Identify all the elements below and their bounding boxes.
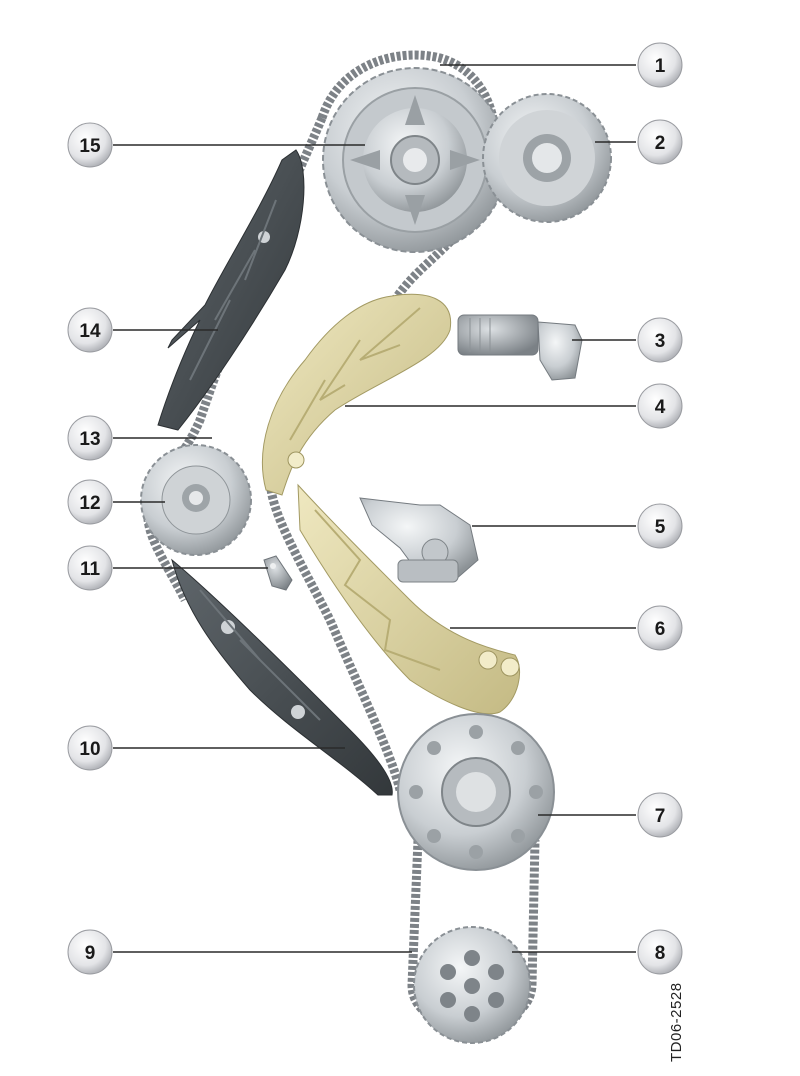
callout-label-14: 14 [79, 321, 101, 342]
callout-label-10: 10 [79, 739, 100, 760]
callout-14: 14 [67, 307, 113, 353]
callout-12: 12 [67, 479, 113, 525]
callout-15: 15 [67, 122, 113, 168]
callout-11: 11 [67, 545, 113, 591]
callout-10: 10 [67, 725, 113, 771]
callout-13: 13 [67, 415, 113, 461]
callout-label-4: 4 [655, 397, 666, 418]
intermediate-gear [482, 93, 612, 223]
callout-8: 8 [637, 929, 683, 975]
callout-6: 6 [637, 605, 683, 651]
callout-label-12: 12 [79, 493, 100, 514]
callout-9: 9 [67, 929, 113, 975]
crankshaft-drive-sprocket [397, 713, 555, 871]
callout-1: 1 [637, 42, 683, 88]
callout-3: 3 [637, 317, 683, 363]
guide-rail-beige-upper [261, 293, 452, 496]
oil-pump-sprocket [413, 926, 531, 1044]
guide-rail-upper [157, 149, 305, 431]
callout-5: 5 [637, 503, 683, 549]
callout-label-11: 11 [80, 559, 101, 580]
callout-label-7: 7 [655, 806, 666, 827]
callout-label-2: 2 [655, 133, 666, 154]
crankshaft-sprocket [140, 444, 252, 556]
callout-label-6: 6 [655, 619, 666, 640]
callout-label-3: 3 [655, 331, 666, 352]
reference-code: TD06-2528 [668, 982, 685, 1062]
tensioner-rail-beige [297, 483, 521, 715]
leader-lines [113, 64, 636, 953]
callouts: 1 2 3 4 5 6 7 8 9 10 11 12 13 14 15 [67, 42, 683, 975]
chain-tensioner [457, 314, 583, 381]
callout-7: 7 [637, 792, 683, 838]
callout-label-9: 9 [85, 943, 96, 964]
oil-pump-chain-tensioner [359, 497, 479, 583]
callout-label-13: 13 [79, 429, 100, 450]
bearing-pin [263, 555, 293, 591]
callout-label-5: 5 [655, 517, 666, 538]
callout-label-8: 8 [655, 943, 666, 964]
callout-4: 4 [637, 383, 683, 429]
tensioning-rail [171, 558, 393, 796]
camshaft-sprocket [322, 67, 508, 253]
callout-label-1: 1 [655, 56, 666, 77]
callout-2: 2 [637, 119, 683, 165]
callout-label-15: 15 [79, 136, 101, 157]
